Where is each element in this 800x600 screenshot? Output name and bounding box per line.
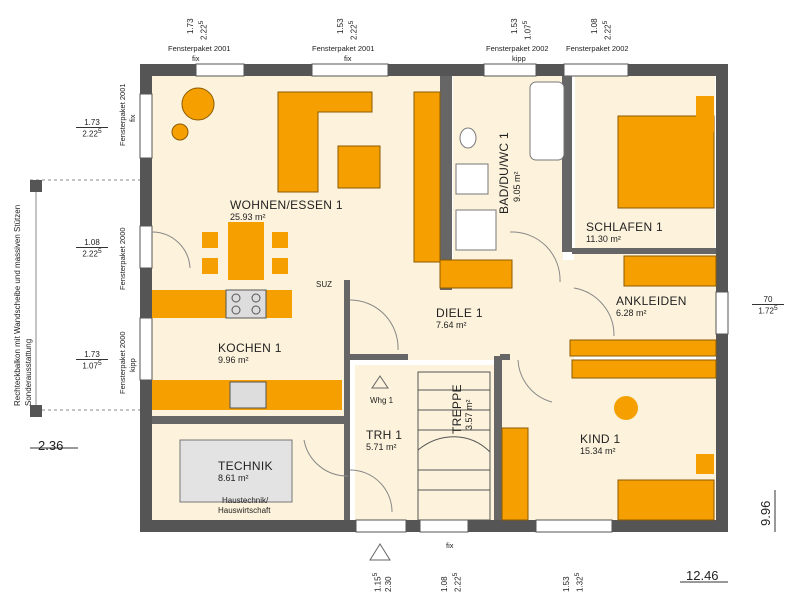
dimension-label: 1.73: [186, 18, 195, 34]
room-area-treppe: 3.57 m²: [464, 399, 474, 430]
room-name-trh: TRH 1: [366, 428, 403, 442]
stove: [225, 289, 267, 319]
dimension-label: 1.075: [522, 20, 533, 40]
window-openings: [139, 63, 729, 533]
entry-markers: [369, 375, 391, 561]
bathroom-fixtures: [455, 81, 565, 251]
window-note: fix: [128, 114, 137, 123]
window-label: Fensterpaket 2002: [486, 44, 549, 53]
window-note: kipp: [128, 358, 137, 372]
balcony-pillar: [30, 405, 42, 417]
window-note: fix: [192, 54, 200, 63]
room-name-diele: DIELE 1: [436, 306, 483, 320]
window-label: Fensterpaket 2000: [118, 227, 127, 290]
balcony: [30, 179, 140, 411]
suz-label: SUZ: [316, 280, 332, 289]
room-name-treppe: TREPPE: [450, 384, 464, 434]
balcony-width: 2.36: [38, 438, 64, 453]
technik-unit: [179, 439, 293, 503]
room-area-schlafen: 11.30 m²: [586, 234, 621, 244]
dimension-label: 1.155: [372, 572, 383, 592]
window-label: Fensterpaket 2000: [118, 331, 127, 394]
room-name-ankleiden: ANKLEIDEN: [616, 294, 687, 308]
room-area-diele: 7.64 m²: [436, 320, 467, 330]
room-area-bad: 9.05 m²: [512, 171, 522, 202]
dimension-lines: [30, 447, 776, 583]
technik-note-line1: Haustechnik/: [222, 496, 269, 505]
dimension-label: 2.225: [348, 20, 359, 40]
room-area-ankleiden: 6.28 m²: [616, 308, 647, 318]
door-swings: [151, 231, 615, 513]
room-name-kind: KIND 1: [580, 432, 621, 446]
dimension-label: 1.08: [440, 576, 449, 592]
window-note: fix: [344, 54, 352, 63]
dimension-label: 1.53: [510, 18, 519, 34]
balcony-pillar: [30, 180, 42, 192]
dimension-label: 1.325: [574, 572, 585, 592]
dimension-label: 2.225: [198, 20, 209, 40]
room-name-kochen: KOCHEN 1: [218, 341, 282, 355]
overall-depth: 9.96: [758, 500, 773, 526]
room-area-kochen: 9.96 m²: [218, 355, 249, 365]
window-label: Fensterpaket 2001: [118, 83, 127, 146]
stairs: [417, 371, 491, 521]
overall-width: 12.46: [686, 568, 719, 583]
cabinets: [439, 255, 717, 521]
room-name-schlafen: SCHLAFEN 1: [586, 220, 664, 234]
dimension-label: 1.53: [336, 18, 345, 34]
window-label: Fensterpaket 2001: [168, 44, 231, 53]
dimension-label: 1.08: [590, 18, 599, 34]
room-name-technik: TECHNIK: [218, 459, 273, 473]
window-label: Fensterpaket 2002: [566, 44, 629, 53]
sink: [229, 381, 267, 409]
room-area-kind: 15.34 m²: [580, 446, 616, 456]
dimension-label: 2.30: [384, 576, 393, 592]
window-note: fix: [446, 541, 454, 550]
window-label: Fensterpaket 2001: [312, 44, 375, 53]
living-furniture: [171, 87, 441, 280]
room-area-wohnen: 25.93 m²: [230, 212, 266, 222]
room-area-trh: 5.71 m²: [366, 442, 397, 452]
kitchen-counters: [152, 289, 342, 410]
apartment-entry-label: Whg 1: [370, 396, 394, 405]
dimension-label: 2.225: [602, 20, 613, 40]
technik-note-line2: Hauswirtschaft: [218, 506, 271, 515]
room-name-bad: BAD/DU/WC 1: [497, 132, 511, 214]
dimension-label: 2.225: [452, 572, 463, 592]
window-note: kipp: [512, 54, 526, 63]
room-name-wohnen: WOHNEN/ESSEN 1: [230, 198, 343, 212]
room-area-technik: 8.61 m²: [218, 473, 249, 483]
beds: [614, 96, 715, 521]
balcony-note: Rechteckbalkon mit Wandscheibe und massi…: [13, 204, 33, 406]
dimension-label: 1.53: [562, 576, 571, 592]
